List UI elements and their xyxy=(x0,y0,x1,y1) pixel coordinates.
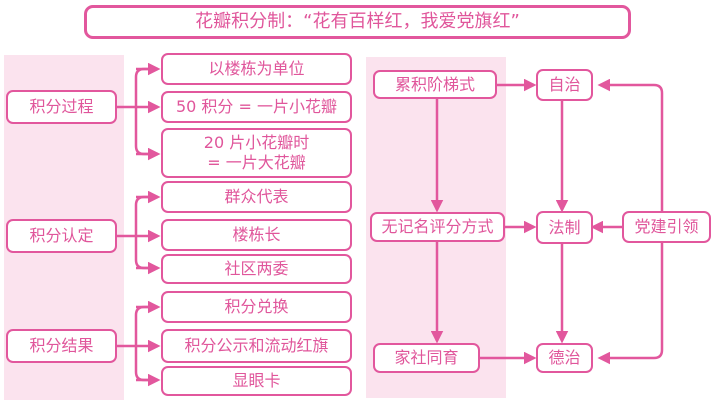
node-family-community: 家社同育 xyxy=(373,343,480,373)
process-item-unit: 以楼栋为单位 xyxy=(161,53,352,85)
group-label-results: 积分结果 xyxy=(6,329,117,363)
node-self-governance: 自治 xyxy=(536,69,593,101)
group-label-process: 积分过程 xyxy=(6,90,117,124)
process-item-big-petal-line2: = 一片大花瓣 xyxy=(207,153,306,172)
node-cumulative-ladder: 累积阶梯式 xyxy=(373,70,497,99)
node-rule-of-virtue: 德治 xyxy=(536,343,593,373)
results-item-publicity: 积分公示和流动红旗 xyxy=(161,329,352,363)
diagram-title: 花瓣积分制：“花有百样红，我爱党旗红” xyxy=(84,5,631,39)
recognition-item-building-head: 楼栋长 xyxy=(161,219,352,251)
node-anonymous-scoring: 无记名评分方式 xyxy=(370,212,505,242)
node-rule-of-law: 法制 xyxy=(536,211,593,244)
process-item-big-petal-line1: 20 片小花瓣时 xyxy=(203,133,310,152)
results-item-card: 显眼卡 xyxy=(161,366,352,396)
process-item-big-petal: 20 片小花瓣时 = 一片大花瓣 xyxy=(161,128,352,178)
process-item-small-petal: 50 积分 = 一片小花瓣 xyxy=(161,91,352,123)
node-party-leadership: 党建引领 xyxy=(622,211,711,243)
group-label-recognition: 积分认定 xyxy=(6,219,117,253)
recognition-item-committees: 社区两委 xyxy=(161,254,352,284)
results-item-exchange: 积分兑换 xyxy=(161,291,352,323)
recognition-item-residents: 群众代表 xyxy=(161,181,352,213)
